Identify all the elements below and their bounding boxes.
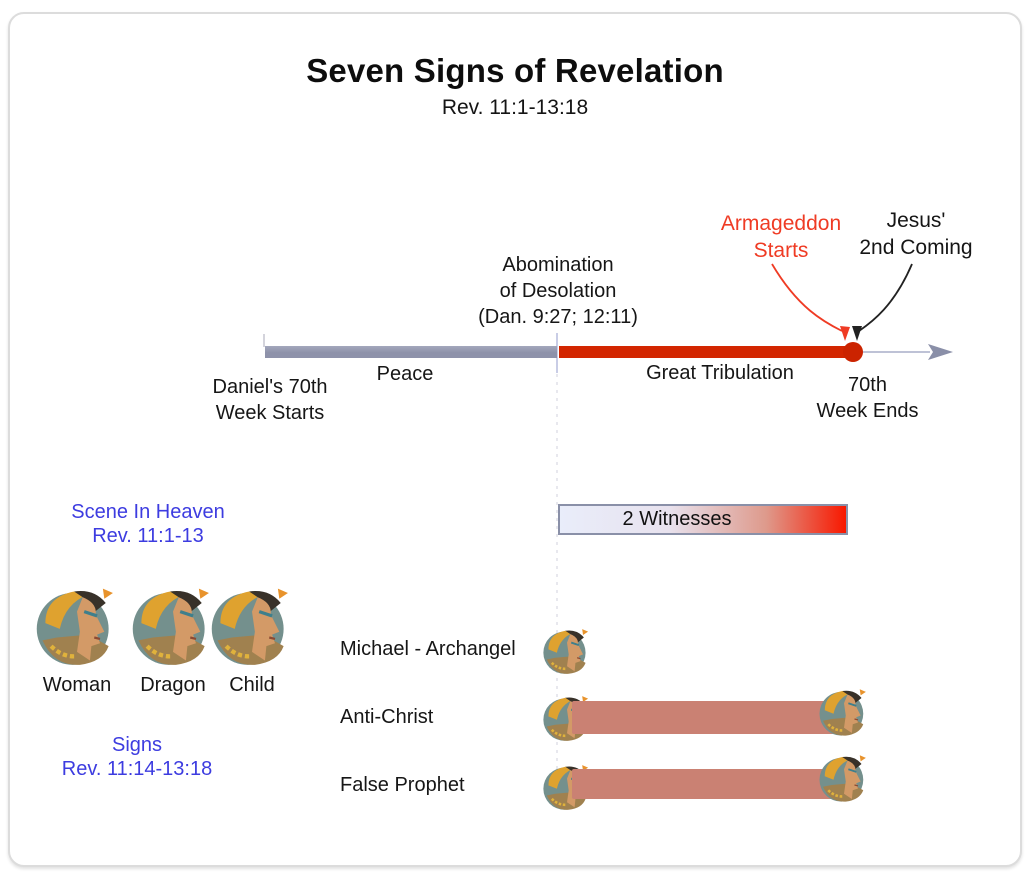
antichrist-span-bar (572, 701, 834, 734)
page-subtitle: Rev. 11:1-13:18 (441, 96, 589, 119)
tribulation-timeline-bar (559, 346, 845, 358)
child-profile-head-icon (206, 580, 298, 672)
page-title: Seven Signs of Revelation (306, 52, 724, 89)
false-prophet-span-bar (572, 769, 834, 799)
armageddon-label: Armageddon Starts (720, 212, 842, 262)
figure-dragon: Dragon (127, 580, 219, 697)
child-label: Child (229, 674, 275, 696)
two-witnesses-bar: 2 Witnesses (558, 504, 848, 535)
antichrist-end-profile-head-icon (816, 684, 872, 740)
false-prophet-end-profile-head-icon (816, 750, 872, 806)
abomination-label: Abomination of Desolation (Dan. 9:27; 12… (478, 254, 638, 328)
michael-profile-head-icon (540, 624, 594, 678)
week-start-label: Daniel's 70th Week Starts (212, 376, 328, 424)
false-prophet-label: False Prophet (340, 774, 465, 796)
week-end-label: 70th Week Ends (816, 374, 919, 422)
tribulation-label: Great Tribulation (646, 362, 794, 384)
peace-label: Peace (376, 363, 434, 385)
heaven-section-heading: Scene In Heaven Rev. 11:1-13 (71, 501, 225, 547)
two-witnesses-label: 2 Witnesses (622, 508, 732, 530)
dragon-label: Dragon (140, 674, 206, 696)
second-coming-label: Jesus' 2nd Coming (859, 209, 973, 259)
figure-child: Child (206, 580, 298, 697)
dragon-profile-head-icon (127, 580, 219, 672)
signs-section-heading: Signs Rev. 11:14-13:18 (61, 734, 213, 780)
peace-timeline-bar (265, 346, 557, 358)
woman-profile-head-icon (31, 580, 123, 672)
week-end-dot (843, 342, 863, 362)
figure-woman: Woman (31, 580, 123, 697)
michael-label: Michael - Archangel (340, 638, 516, 660)
woman-label: Woman (42, 674, 112, 696)
antichrist-label: Anti-Christ (340, 706, 434, 728)
